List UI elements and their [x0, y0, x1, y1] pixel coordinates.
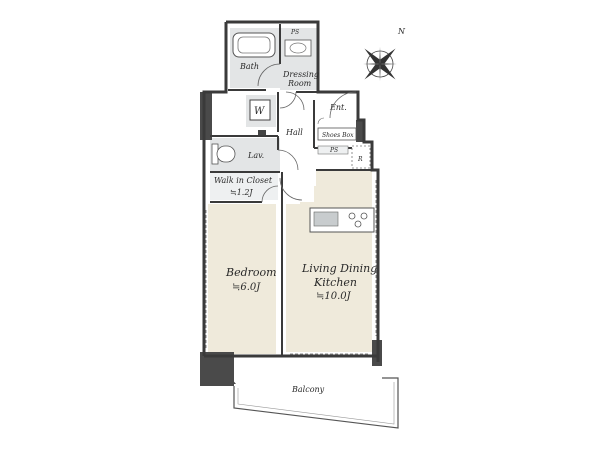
lavatory: Lav. [211, 143, 299, 171]
entrance-door-swing [329, 91, 357, 119]
hall-floor [280, 92, 314, 202]
bedroom-size: ≒6.0J [232, 282, 261, 293]
compass-needle-se [379, 64, 381, 81]
column-left-upper [200, 92, 212, 140]
dressing-room: Dressing Room [257, 39, 319, 109]
bath: Bath [232, 32, 276, 71]
compass-needle-n [380, 48, 396, 64]
wic-label: Walk in Closet [214, 176, 273, 185]
burner-2 [360, 212, 368, 220]
bedroom-label: Bedroom [225, 266, 277, 279]
balcony-rail-inner [237, 382, 395, 425]
entrance: Ent. Shoes Box [317, 91, 357, 141]
ldk-label-1: Living Dining [301, 262, 377, 275]
compass-north-label: N [397, 27, 406, 36]
refrigerator-space: R [351, 145, 371, 169]
compass-needle-e [380, 64, 396, 80]
closet-door-bedroom [279, 177, 303, 201]
column-entry-right [356, 120, 364, 142]
bedroom: Bedroom ≒6.0J [205, 210, 277, 350]
burner-3 [354, 220, 362, 228]
balcony-rail [233, 377, 399, 429]
ps-top: PS [290, 29, 299, 36]
ps-entry: PS [317, 145, 349, 155]
compass-needle-s [364, 64, 380, 80]
hall-door-swing [285, 91, 305, 111]
entry-step-arc [317, 117, 325, 125]
lav-label: Lav. [247, 151, 264, 160]
shoes-box-cabinet [317, 127, 357, 141]
sink [313, 211, 339, 227]
dressing-floor [280, 28, 318, 90]
walls [202, 20, 380, 362]
balcony: Balcony [233, 377, 399, 429]
burner-1 [348, 212, 356, 220]
walk-in-closet: Walk in Closet ≒1.2J [214, 176, 303, 203]
column-left-wedge [200, 356, 236, 384]
ps-entry-label: PS [329, 147, 338, 154]
hall-label: Hall [285, 128, 303, 137]
entrance-label: Ent. [329, 103, 347, 112]
compass-rose-icon [363, 47, 397, 81]
toilet-bowl [216, 145, 236, 163]
outer-wall [226, 20, 380, 362]
ldk-size: ≒10.0J [316, 291, 352, 302]
dressing-label-1: Dressing [282, 70, 319, 79]
ldk-label-2: Kitchen [313, 276, 357, 289]
bath-label: Bath [239, 62, 259, 71]
ps-top-label: PS [290, 29, 299, 36]
washer-area: W [249, 99, 271, 135]
balcony-label: Balcony [291, 385, 325, 394]
ps-entry-box [317, 145, 349, 155]
walk-in-closet-floor [210, 172, 278, 200]
washer-tap [258, 130, 266, 135]
refrigerator-box [351, 145, 371, 169]
dressing-label-2: Room [287, 79, 312, 88]
shoes-box-label: Shoes Box [322, 132, 354, 139]
washer-label: W [254, 106, 265, 117]
refrigerator-label: R [357, 156, 363, 163]
ldk: Living Dining Kitchen ≒10.0J [290, 180, 377, 355]
compass-needle-ne [380, 63, 397, 65]
kitchen-counter [309, 207, 375, 233]
dressing-door-swing [257, 63, 281, 87]
outer-wall-left [202, 22, 228, 356]
wic-size: ≒1.2J [230, 188, 253, 197]
compass-needle-sw [363, 63, 380, 65]
wic-door-swing [261, 185, 279, 203]
vanity-basin [284, 39, 312, 57]
lav-door-swing [277, 149, 299, 171]
compass-needle-nw [379, 47, 381, 64]
compass-needle-w [364, 48, 380, 64]
hall: Hall [285, 91, 305, 137]
basin-bowl [289, 42, 307, 54]
dressing-door-swing-2 [279, 91, 297, 109]
washer-box [249, 99, 271, 121]
bathtub [232, 32, 276, 58]
bedroom-floor [208, 204, 276, 354]
bathtub-inner [237, 36, 271, 54]
